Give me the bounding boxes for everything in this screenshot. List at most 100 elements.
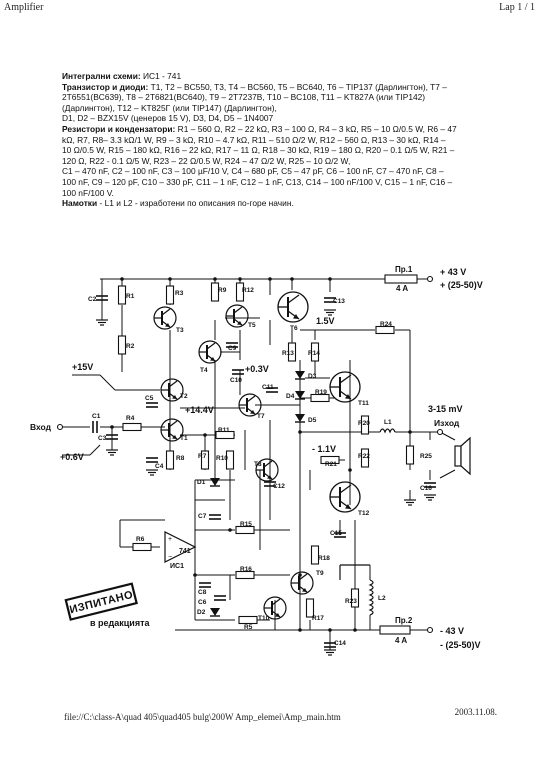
label-r11: R11 bbox=[218, 427, 230, 434]
inductor-l2 bbox=[339, 564, 374, 616]
transistor-t9 bbox=[290, 571, 314, 595]
label-t11: T11 bbox=[358, 400, 369, 407]
label-r12: R12 bbox=[242, 287, 254, 294]
label-r8: R8 bbox=[176, 455, 185, 462]
fuse1-rating: 4 A bbox=[396, 284, 408, 293]
diode-d5 bbox=[294, 413, 306, 423]
transistor-t12 bbox=[329, 481, 361, 513]
label-c11: C11 bbox=[262, 384, 274, 391]
fuse-1 bbox=[384, 274, 418, 284]
label-c10: C10 bbox=[230, 377, 242, 384]
page-title: Amplifier bbox=[4, 2, 44, 13]
label-d1: D1 bbox=[197, 479, 206, 486]
label-r9: R9 bbox=[218, 287, 227, 294]
label-c16: C16 bbox=[420, 485, 432, 492]
label-t9: T9 bbox=[316, 570, 324, 577]
voltage-0-6v: +0.6V bbox=[60, 452, 84, 462]
label-r1: R1 bbox=[126, 293, 135, 300]
ground-icon bbox=[323, 309, 337, 316]
resistor-line: 10 Ω/0.5 W, R15 – 180 kΩ, R16 – 22 kΩ, R… bbox=[62, 145, 455, 156]
transistor-t11 bbox=[329, 371, 361, 403]
label-c7: C7 bbox=[198, 513, 207, 520]
label-r3: R3 bbox=[175, 290, 184, 297]
ic-label: Интегрални схеми: bbox=[62, 71, 141, 81]
fuse1-label: Пр.1 bbox=[395, 265, 413, 274]
capacitor-c1 bbox=[92, 420, 98, 434]
label-r15: R15 bbox=[240, 521, 252, 528]
capacitor-c8 bbox=[198, 582, 212, 588]
op-amp-name: ИС1 bbox=[170, 563, 184, 570]
label-c1: C1 bbox=[92, 413, 101, 420]
ground-icon bbox=[145, 469, 159, 476]
label-c6: C6 bbox=[198, 599, 207, 606]
label-d4: D4 bbox=[286, 393, 295, 400]
transistor-line: T1, T2 – BC550, T3, T4 – BC560, T5 – BC6… bbox=[148, 81, 447, 92]
capacitor-line: C1 – 470 nF, C2 – 100 nF, C3 – 100 µF/10… bbox=[62, 166, 444, 177]
editorial-stamp: ИЗПИТАНО bbox=[64, 582, 138, 621]
source-path: file://C:\class-A\quad 405\quad405 bulg\… bbox=[64, 712, 341, 722]
ic-value: ИС1 - 741 bbox=[140, 71, 182, 81]
transistor-t5 bbox=[225, 304, 249, 328]
transistor-line: (Дарлингтон), T12 – KT825Г (или TIP147) … bbox=[62, 102, 277, 113]
voltage-0-3v: +0.3V bbox=[245, 364, 269, 374]
label-r7: R7 bbox=[198, 453, 207, 460]
op-amp-part-label: 741 bbox=[179, 548, 191, 555]
voltage-14-4v: +14.4V bbox=[185, 405, 214, 415]
label-t10: T10 bbox=[258, 615, 270, 622]
resistor-r2 bbox=[117, 335, 127, 355]
input-terminal bbox=[56, 423, 64, 431]
positive-supply-label: + 43 V bbox=[440, 267, 466, 277]
fuse2-rating: 4 A bbox=[395, 636, 407, 645]
label-r23: R23 bbox=[345, 598, 357, 605]
capacitor-line: 100 nF/100 V. bbox=[62, 187, 114, 198]
label-c4: C4 bbox=[155, 463, 164, 470]
capacitor-c10 bbox=[231, 369, 245, 375]
label-t5: T5 bbox=[248, 322, 256, 329]
resistor-r5 bbox=[238, 615, 258, 625]
resistor-line: 120 Ω, R22 - 0.1 Ω/5 W, R23 – 22 Ω/0.5 W… bbox=[62, 155, 351, 166]
windings-label: Намотки bbox=[62, 198, 98, 209]
page-number: Lap 1 / 1 bbox=[499, 2, 535, 13]
label-l1: L1 bbox=[384, 419, 392, 426]
transistor-t6 bbox=[277, 291, 309, 323]
windings-value: - L1 и L2 - изработени по описания по-го… bbox=[97, 198, 294, 209]
stamp-subtext: в редакцията bbox=[90, 618, 150, 628]
label-r4: R4 bbox=[126, 415, 135, 422]
label-r18: R18 bbox=[318, 555, 330, 562]
resistor-r3 bbox=[165, 285, 175, 305]
ground-icon bbox=[403, 499, 417, 506]
label-r19: R19 bbox=[315, 389, 327, 396]
label-d3: D3 bbox=[308, 373, 317, 380]
label-t6: T6 bbox=[290, 325, 298, 332]
label-r10: R10 bbox=[216, 455, 228, 462]
voltage-1-5v: 1.5V bbox=[316, 316, 335, 326]
label-t8: T8 bbox=[254, 461, 262, 468]
label-r20: R20 bbox=[358, 420, 370, 427]
negative-supply-range: - (25-50)V bbox=[440, 640, 481, 650]
voltage-15v: +15V bbox=[72, 362, 93, 372]
ground-icon bbox=[323, 649, 337, 656]
output-label: Изход bbox=[434, 418, 460, 428]
diode-d2 bbox=[209, 607, 221, 617]
positive-supply-range: + (25-50)V bbox=[440, 280, 483, 290]
junction-dots bbox=[110, 277, 412, 632]
resistor-r6 bbox=[132, 542, 152, 552]
svg-text:+: + bbox=[168, 536, 172, 543]
label-r21: R21 bbox=[325, 461, 337, 468]
transistor-line: 2T6551(BC639), T8 – 2T6821(BC640), T9 – … bbox=[62, 92, 426, 103]
resistor-line: R1 – 560 Ω, R2 – 22 kΩ, R3 – 100 Ω, R4 –… bbox=[175, 123, 457, 134]
op-amp-741: + − bbox=[164, 531, 197, 563]
capacitor-c4 bbox=[145, 457, 159, 463]
transistor-label: Транзистор и диоди: bbox=[62, 81, 149, 92]
label-l2: L2 bbox=[378, 595, 386, 602]
transistor-t4 bbox=[198, 340, 222, 364]
label-r25: R25 bbox=[420, 453, 432, 460]
parts-list: Интегрални схеми: ИС1 - 741 Транзистор и… bbox=[62, 71, 487, 209]
capacitor-c5 bbox=[145, 402, 159, 408]
label-d2: D2 bbox=[197, 609, 206, 616]
document-date: 2003.11.08. bbox=[454, 707, 497, 717]
label-t12: T12 bbox=[358, 510, 370, 517]
label-r5: R5 bbox=[244, 624, 253, 631]
transistor-line: D1, D2 – BZX15V (ценеров 15 V), D3, D4, … bbox=[62, 113, 274, 124]
negative-supply-label: - 43 V bbox=[440, 626, 464, 636]
